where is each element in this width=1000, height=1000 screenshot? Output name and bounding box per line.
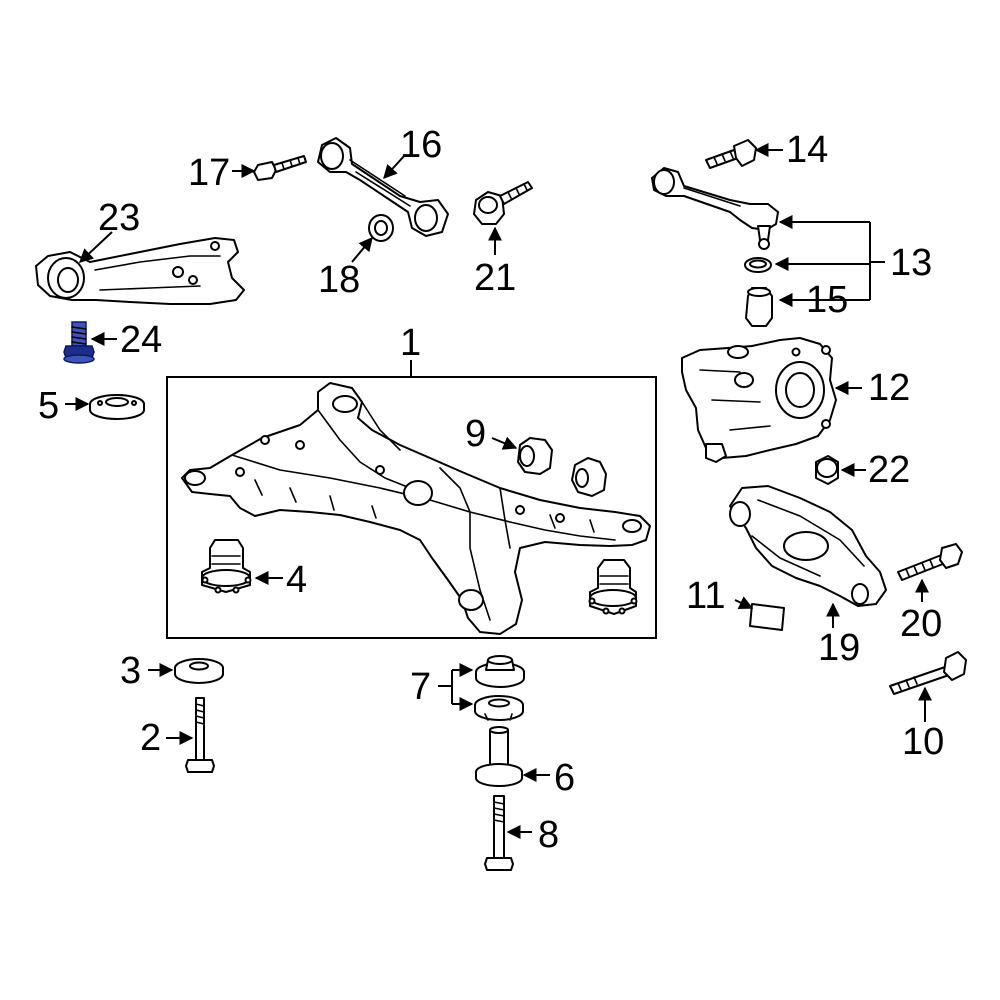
leader-16 — [383, 154, 406, 180]
callout-12: 12 — [868, 367, 910, 409]
callout-21: 21 — [474, 257, 516, 299]
callout-20: 20 — [900, 603, 942, 645]
mount-4-right[interactable] — [588, 559, 638, 615]
callout-23: 23 — [98, 197, 140, 239]
bushing-9[interactable] — [517, 437, 607, 497]
callout-7: 7 — [410, 666, 431, 708]
callout-3: 3 — [120, 650, 141, 692]
leader-9 — [491, 436, 518, 450]
cushion-7-lower[interactable] — [474, 695, 524, 721]
callout-18: 18 — [318, 259, 360, 301]
collar-6[interactable] — [475, 726, 523, 787]
bushing-22[interactable] — [815, 455, 839, 485]
callout-19: 19 — [818, 627, 860, 669]
callout-11: 11 — [686, 575, 725, 617]
bolt-20[interactable] — [897, 543, 963, 581]
mount-4-left[interactable] — [201, 539, 252, 594]
link-16[interactable] — [317, 137, 449, 237]
bushing-15[interactable] — [745, 287, 773, 327]
callout-9: 9 — [465, 413, 486, 455]
callout-1: 1 — [400, 322, 421, 364]
callout-17: 17 — [188, 152, 230, 194]
bolt-8[interactable] — [484, 795, 514, 871]
leader-13 — [780, 222, 885, 300]
cushion-7-upper[interactable] — [475, 655, 525, 688]
callout-24: 24 — [120, 319, 162, 361]
bolt-2[interactable] — [185, 697, 215, 773]
callout-2: 2 — [140, 717, 161, 759]
bolt-10[interactable] — [889, 651, 967, 695]
bolt-24-highlighted[interactable] — [63, 321, 95, 364]
knuckle-12[interactable] — [681, 337, 837, 463]
callout-14: 14 — [786, 129, 828, 171]
callout-22: 22 — [868, 449, 910, 491]
bolt-14[interactable] — [705, 139, 757, 169]
callout-5: 5 — [38, 385, 59, 427]
callout-4: 4 — [286, 559, 307, 601]
callout-13: 13 — [890, 242, 932, 284]
callout-10: 10 — [902, 721, 944, 763]
leader-23 — [78, 231, 113, 263]
ring-13[interactable] — [744, 257, 772, 273]
callout-6: 6 — [554, 757, 575, 799]
callout-16: 16 — [400, 124, 442, 166]
washer-5[interactable] — [89, 394, 145, 420]
cam-bolt-21[interactable] — [473, 181, 533, 225]
leader-18 — [351, 236, 373, 263]
callout-8: 8 — [538, 814, 559, 856]
bushing-18[interactable] — [368, 214, 394, 242]
leader-7 — [438, 670, 453, 704]
trailing-arm-23[interactable] — [35, 237, 245, 305]
leader-11 — [734, 596, 754, 609]
subframe-crossmember[interactable] — [181, 382, 651, 635]
lower-arm-19[interactable] — [729, 485, 887, 607]
control-arm-13[interactable] — [651, 167, 779, 250]
bolt-17[interactable] — [253, 155, 307, 181]
washer-3[interactable] — [174, 658, 224, 684]
plate-11[interactable] — [749, 603, 785, 631]
callout-15: 15 — [806, 279, 848, 321]
